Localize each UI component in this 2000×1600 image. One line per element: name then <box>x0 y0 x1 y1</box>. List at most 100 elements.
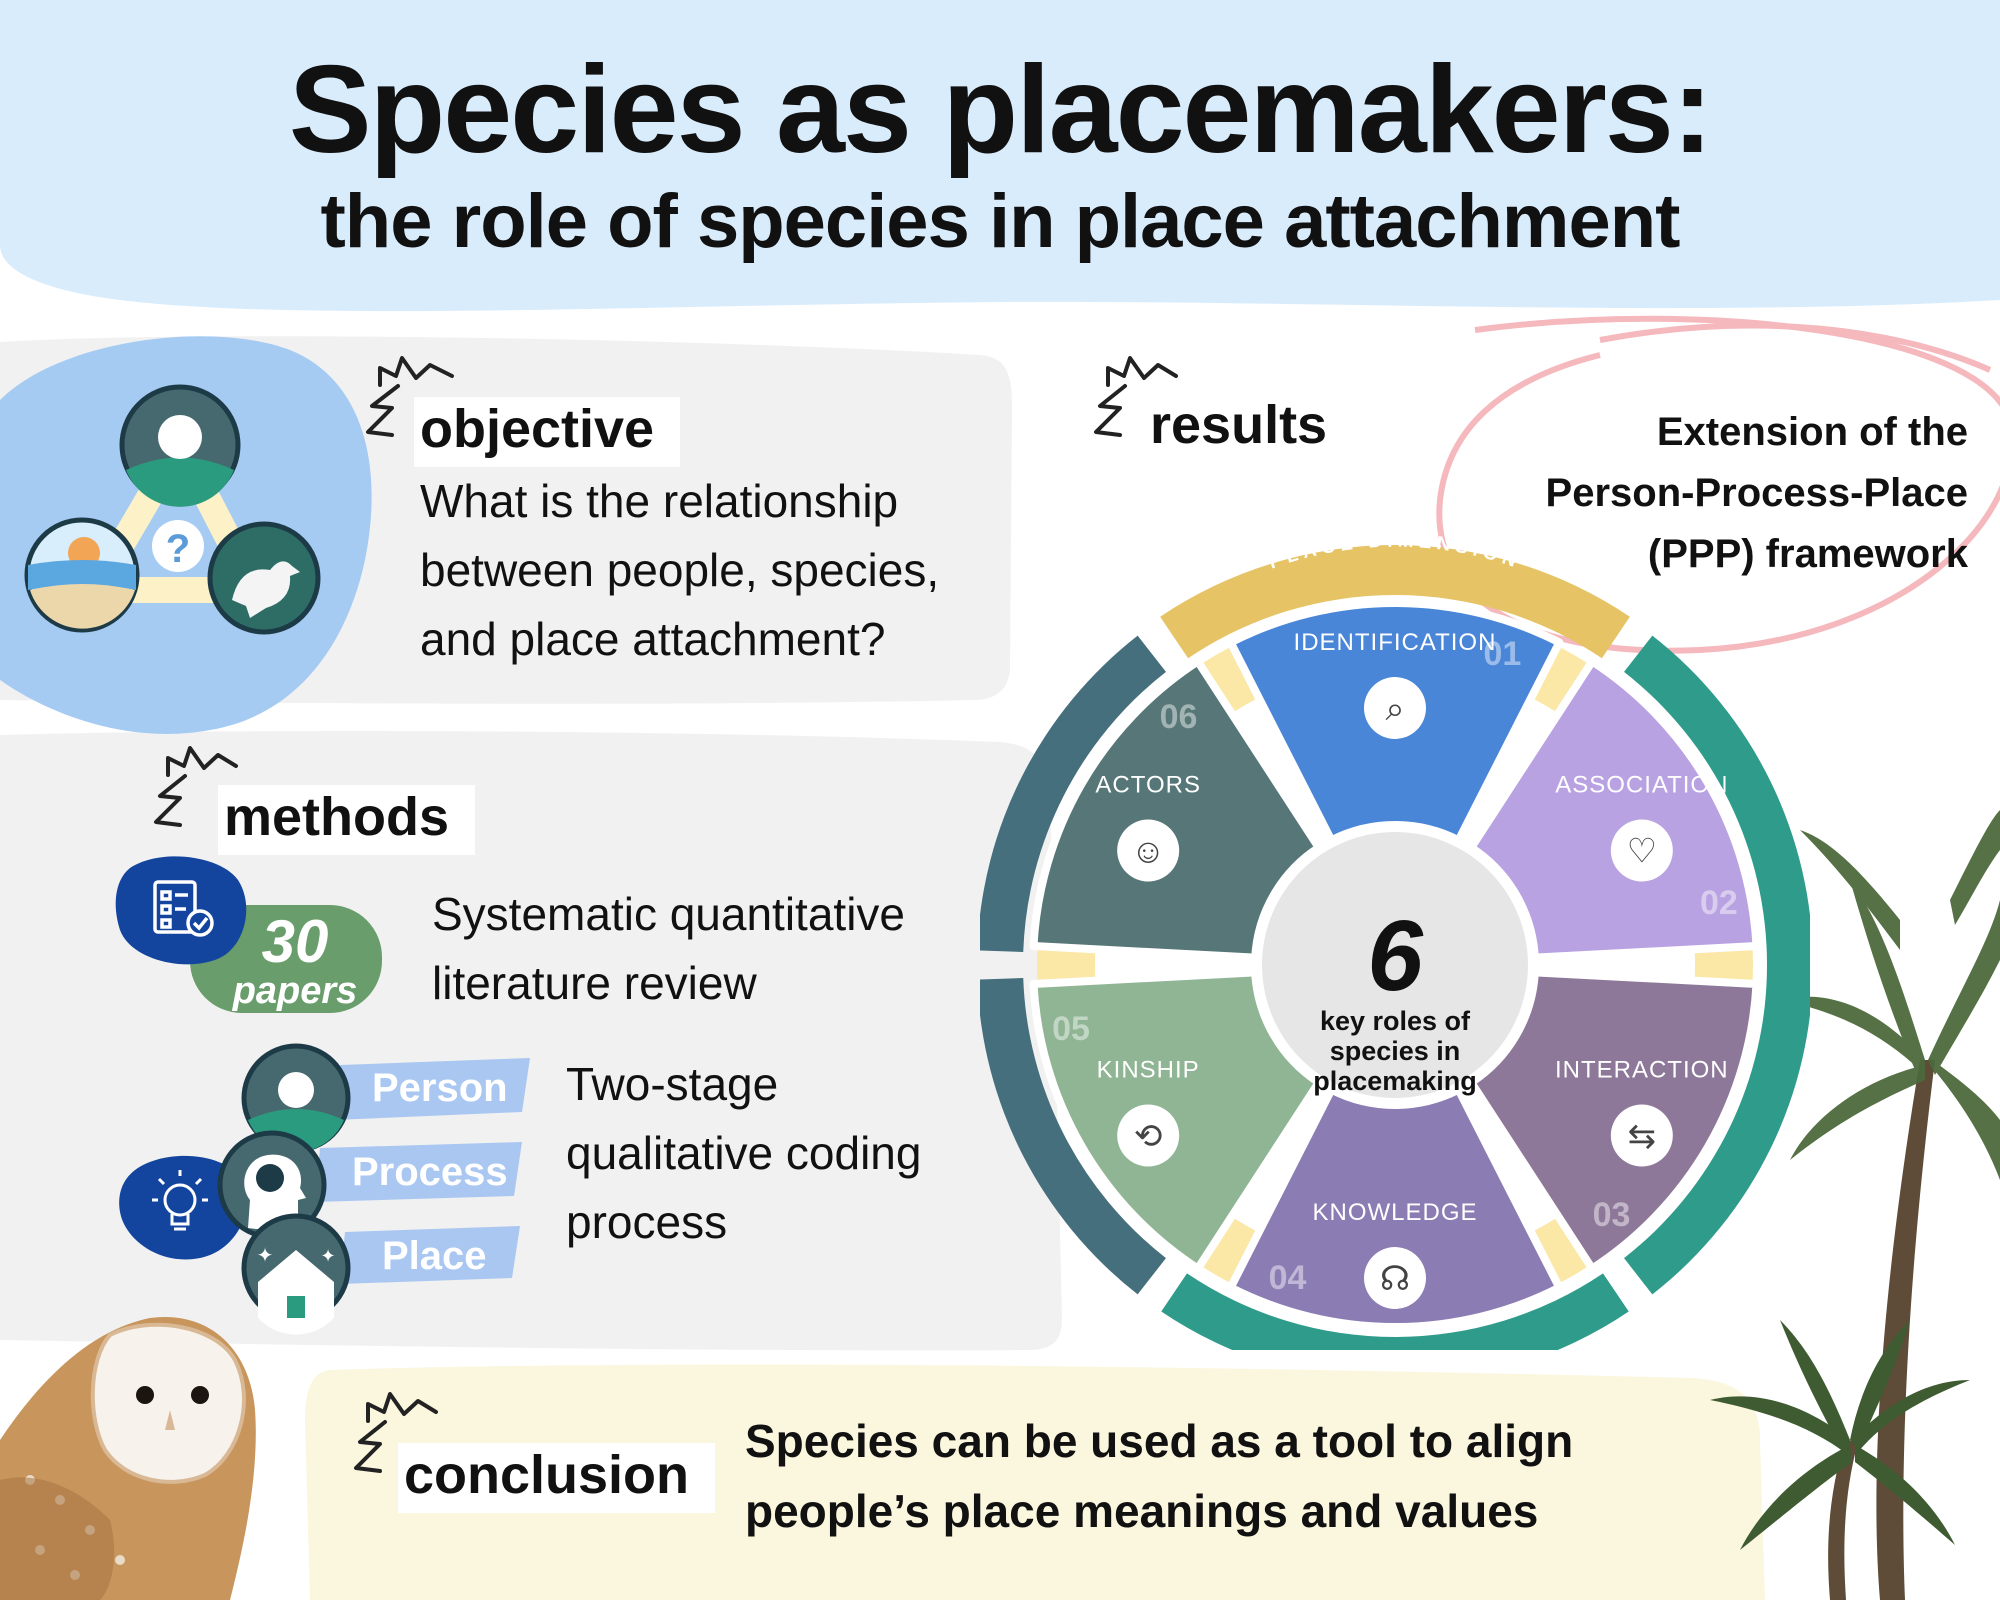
svg-text:☊: ☊ <box>1380 1260 1410 1298</box>
barn-owl-image <box>0 1316 256 1600</box>
brain-head-icon: ☊ <box>1364 1247 1426 1309</box>
role-number: 06 <box>1160 698 1198 736</box>
methods-scribble <box>154 746 238 827</box>
process-pill <box>315 1142 522 1202</box>
svg-text:?: ? <box>166 527 190 571</box>
center-line: placemaking <box>1313 1066 1477 1096</box>
ppp-extension-line: Extension of the <box>1656 410 1968 454</box>
header-blob <box>0 0 2000 312</box>
methods-heading: methods <box>218 785 476 855</box>
palm-tree-image <box>1710 810 2000 1600</box>
person-circle-icon <box>119 384 241 507</box>
place-label: Place <box>382 1234 487 1278</box>
person-label: Person <box>372 1066 508 1110</box>
place-pill <box>340 1226 520 1284</box>
conclusion-line: Species can be used as a tool to align <box>745 1415 1574 1467</box>
review-line: Systematic quantitative <box>432 888 906 940</box>
papers-label: papers <box>232 970 358 1012</box>
conclusion-panel <box>305 1364 1765 1600</box>
objective-scribble <box>366 356 454 437</box>
ppp-extension-text: Extension of the Person-Process-Place (P… <box>1440 402 1968 585</box>
heart-icon: ♡ <box>1610 819 1673 882</box>
objective-line: and place attachment? <box>420 613 886 665</box>
coding-description: Two-stage qualitative coding process <box>566 1050 1026 1257</box>
conclusion-heading: conclusion <box>398 1443 716 1513</box>
person-dimension-icon <box>241 1043 351 1153</box>
conclusion-scribble <box>354 1392 438 1473</box>
conclusion-line: people’s place meanings and values <box>745 1485 1539 1537</box>
wheel-center <box>1252 822 1538 1108</box>
place-dimension-band <box>1160 545 1630 659</box>
role-number: 01 <box>1484 635 1522 673</box>
roles-count: 6 <box>1367 900 1424 1012</box>
papers-count-badge: 30 papers <box>190 905 382 1013</box>
svg-text:✦: ✦ <box>257 1245 274 1267</box>
coding-line: process <box>566 1196 728 1248</box>
objective-heading-text: objective <box>414 397 681 467</box>
bird-circle-icon <box>207 521 321 635</box>
center-line: key roles of <box>1320 1006 1471 1036</box>
process-dimension-icon <box>217 1130 327 1240</box>
question-mark-icon: ? <box>152 520 204 572</box>
role-label: IDENTIFICATION <box>1294 629 1497 656</box>
conclusion-statement: Species can be used as a tool to align p… <box>745 1406 1725 1546</box>
center-line: species in <box>1330 1036 1461 1066</box>
papers-count: 30 <box>261 908 329 975</box>
person-pill <box>335 1058 530 1120</box>
people-group-icon: ☺ <box>1117 819 1180 882</box>
methods-heading-text: methods <box>218 785 476 855</box>
place-dimension-icon: ✦ ✦ <box>241 1213 351 1335</box>
role-label: KINSHIP <box>1097 1057 1200 1084</box>
role-number: 03 <box>1593 1196 1631 1234</box>
svg-text:⇆: ⇆ <box>1628 1118 1657 1156</box>
objective-heading: objective <box>414 397 681 467</box>
lightbulb-icon <box>152 1170 208 1231</box>
papers-badge <box>115 856 382 1013</box>
role-label: ASSOCIATION <box>1555 772 1728 799</box>
magnifier-icon: ⌕ <box>1364 677 1426 739</box>
conclusion-heading-text: conclusion <box>398 1443 716 1513</box>
person-dimension-band <box>980 977 1166 1295</box>
role-label: INTERACTION <box>1555 1057 1729 1084</box>
role-number: 05 <box>1052 1010 1090 1048</box>
results-scribble <box>1094 356 1178 437</box>
coding-line: Two-stage <box>566 1058 779 1110</box>
checklist-icon <box>153 880 214 937</box>
svg-text:✦: ✦ <box>320 1246 335 1266</box>
process-dimension-band <box>1624 635 1810 1295</box>
role-number: 04 <box>1269 1259 1307 1297</box>
results-heading-text: results <box>1150 395 1328 455</box>
process-label: Process <box>352 1150 508 1194</box>
hands-icon: ⟲ <box>1117 1104 1180 1167</box>
ppp-extension-line: (PPP) framework <box>1647 532 1968 576</box>
objective-illustration: ? <box>24 384 321 635</box>
person-dimension-band-upper <box>980 635 1166 953</box>
pink-ring <box>1436 315 2000 654</box>
beach-circle-icon <box>24 517 140 633</box>
objective-question: What is the relationship between people,… <box>420 467 1020 674</box>
exchange-arrows-icon: ⇆ <box>1610 1104 1673 1167</box>
results-heading: results <box>1150 398 1327 452</box>
role-label: KNOWLEDGE <box>1312 1199 1477 1226</box>
svg-text:⟲: ⟲ <box>1134 1118 1163 1156</box>
page-title: Species as placemakers: <box>288 41 1713 179</box>
objective-line: What is the relationship <box>420 475 899 527</box>
lightbulb-badge <box>119 1155 247 1260</box>
objective-line: between people, species, <box>420 544 940 596</box>
svg-text:♡: ♡ <box>1627 833 1657 871</box>
page-subtitle: the role of species in place attachment <box>320 179 1681 264</box>
process-dimension-band-bottom <box>1161 1273 1629 1350</box>
role-label: ACTORS <box>1095 772 1201 799</box>
ppp-extension-line: Person-Process-Place <box>1545 471 1968 515</box>
ppp-stack: ✦ ✦ <box>119 1043 530 1335</box>
roles-wheel: PLACE DIMENSION PROCESS DIMENSION PERSON… <box>980 531 1810 1350</box>
svg-text:☺: ☺ <box>1131 833 1166 871</box>
coding-line: qualitative coding <box>566 1127 922 1179</box>
review-line: literature review <box>432 957 757 1009</box>
svg-text:⌕: ⌕ <box>1385 690 1404 728</box>
